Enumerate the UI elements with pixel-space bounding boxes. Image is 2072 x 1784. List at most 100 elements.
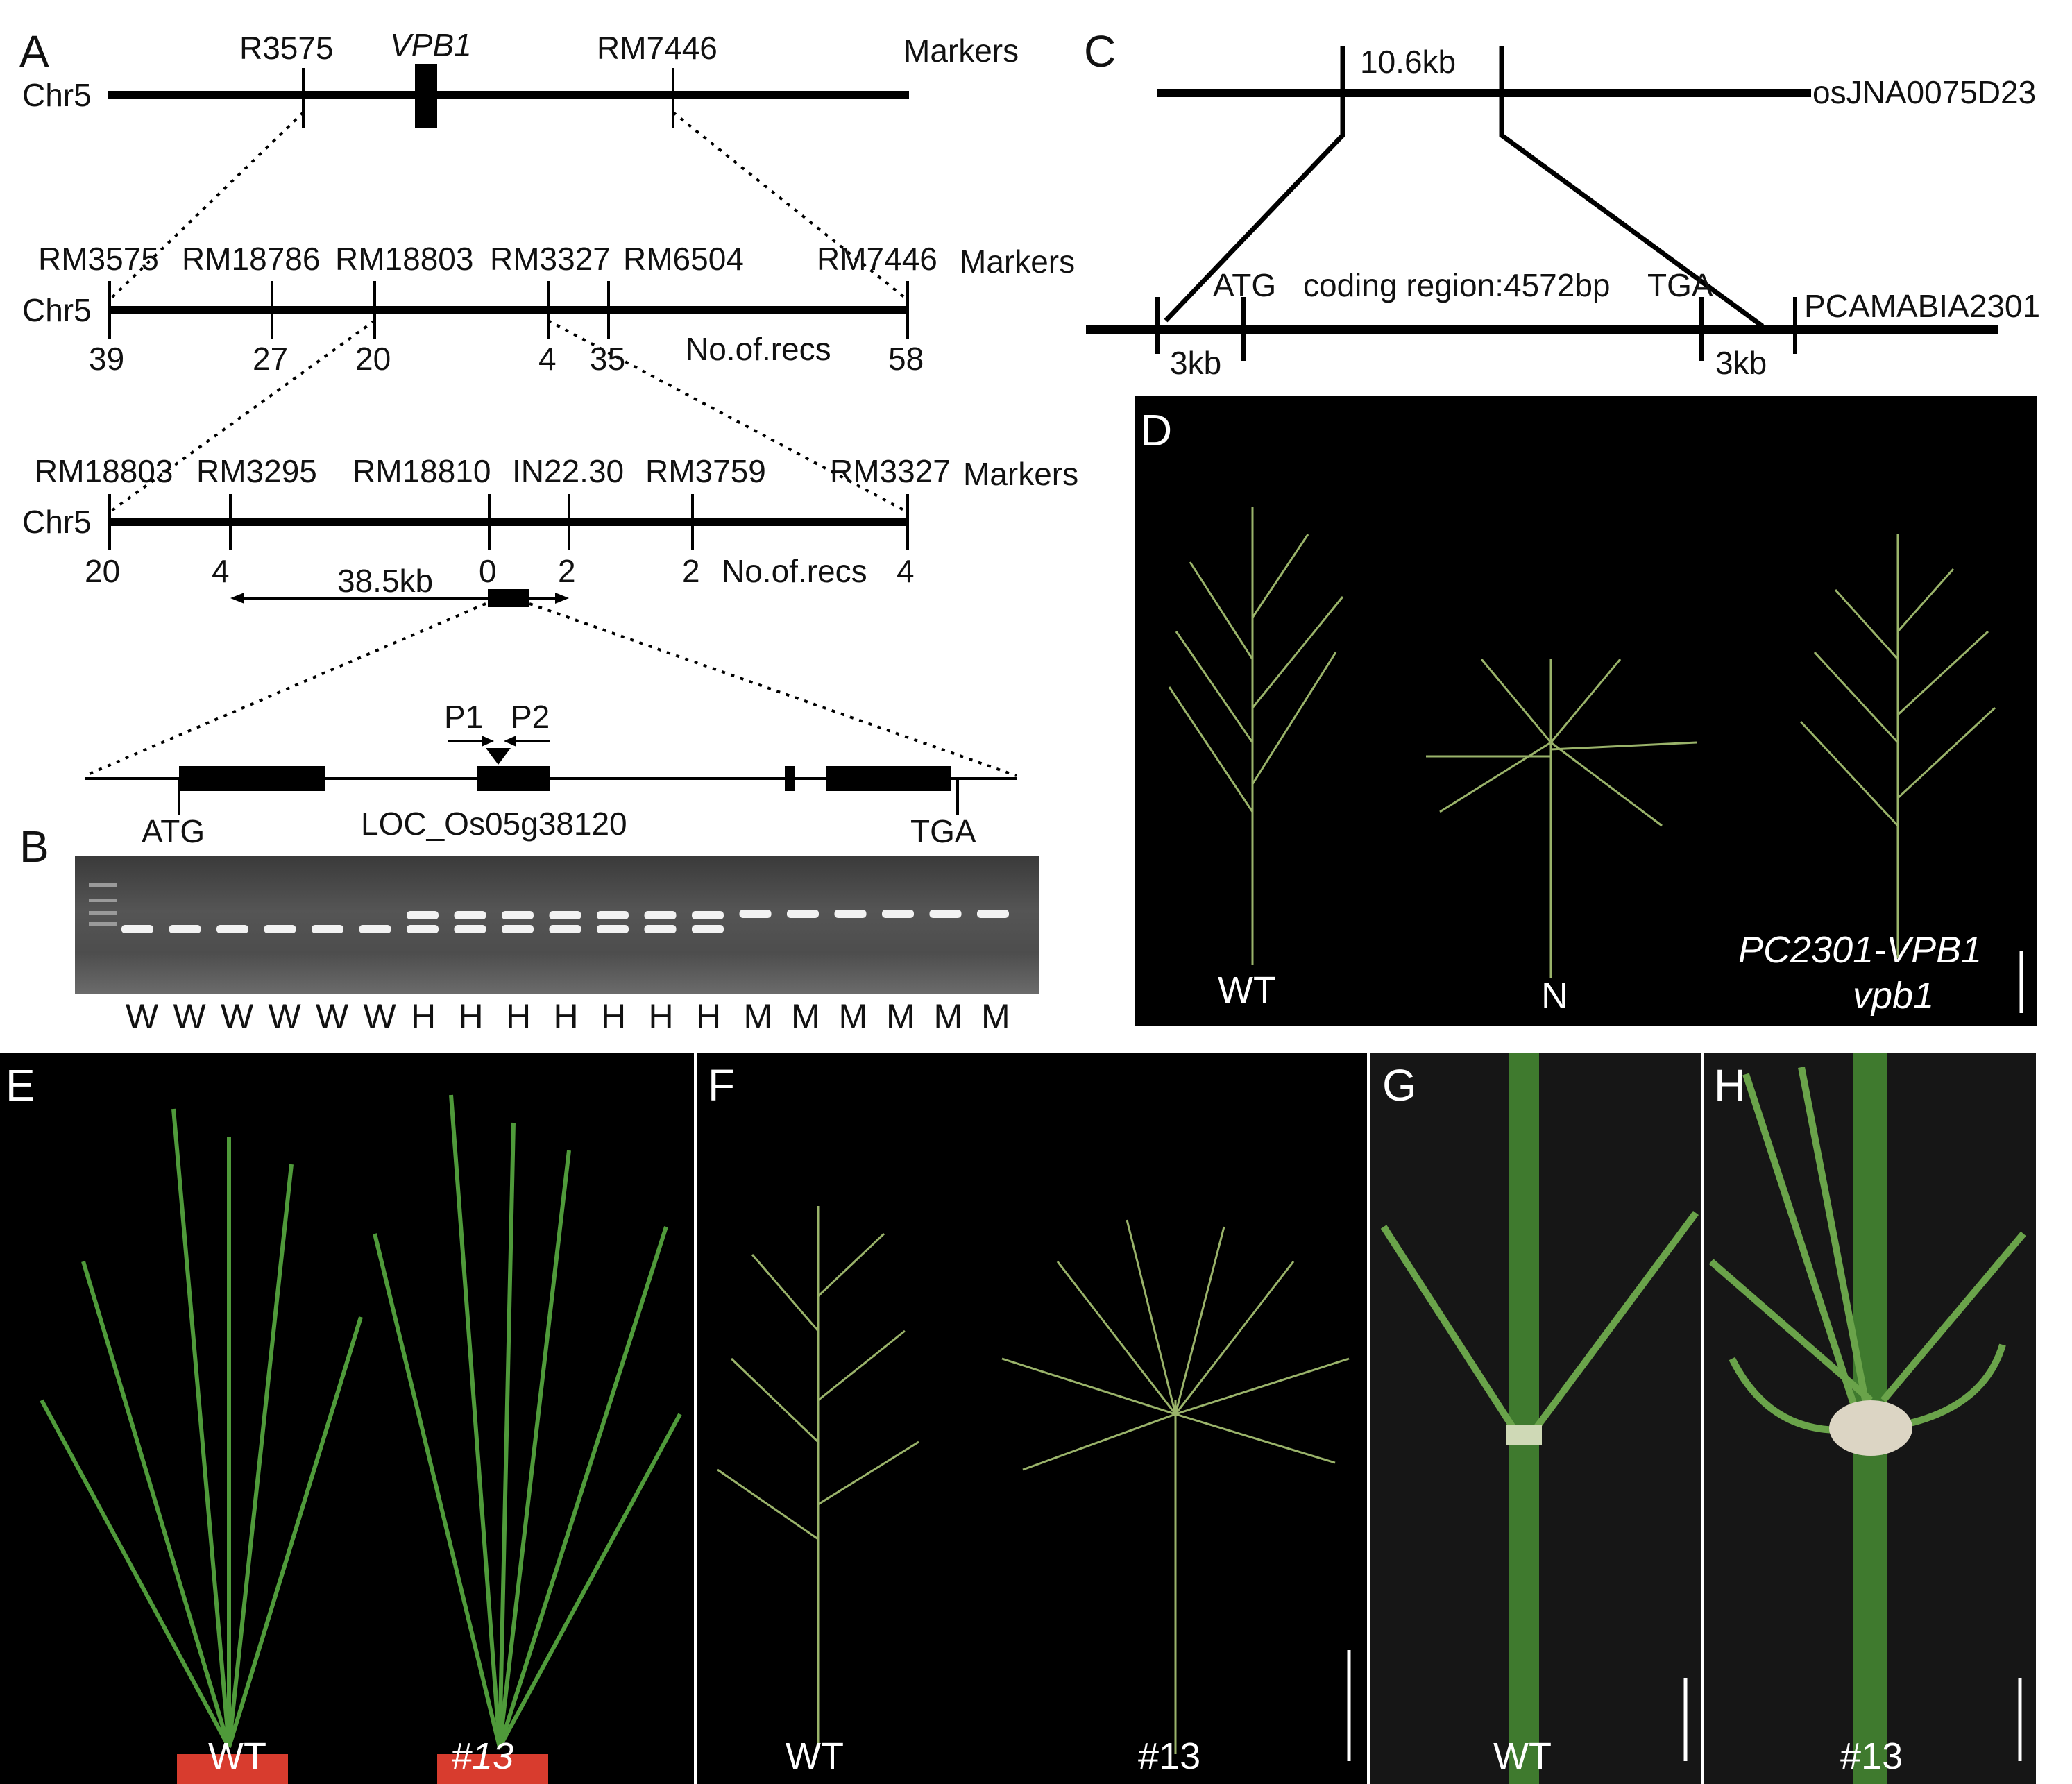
panel-d-mutant-label: vpb1: [1853, 975, 1935, 1017]
row2-chr-label: Chr5: [22, 292, 92, 328]
panel-d-construct-label: PC2301-VPB1: [1738, 929, 1982, 971]
gel-lane-label: M: [933, 997, 963, 1036]
gel-band: [597, 911, 629, 919]
gel-lane-label: W: [316, 997, 349, 1036]
panel-e-label-mutant: #13: [451, 1735, 514, 1777]
gel-band: [549, 911, 581, 919]
row3-rec-count: 4: [897, 553, 915, 589]
panel-f-photo: F WT #13: [697, 1053, 1367, 1784]
gel-lane-label: H: [553, 997, 579, 1036]
panel-h-photo: H #13: [1704, 1053, 2036, 1784]
gel-image: [75, 856, 1039, 994]
gel-lane-label: H: [696, 997, 722, 1036]
row1-marker: RM7446: [597, 30, 717, 66]
row1-markers-label: Markers: [903, 33, 1019, 69]
gel-lane-label: H: [506, 997, 532, 1036]
gel-band: [216, 925, 248, 933]
row3-rec-count: 0: [479, 553, 497, 589]
ladder-band: [89, 883, 117, 887]
panel-label-b: B: [19, 822, 49, 872]
panel-g-photo: G WT: [1370, 1053, 1701, 1784]
row3-marker: RM18803: [35, 453, 173, 489]
gel-lane-label: M: [981, 997, 1010, 1036]
gel-lane-label: W: [363, 997, 396, 1036]
gel-lane-label: W: [173, 997, 206, 1036]
gel-lane-label: W: [221, 997, 254, 1036]
gel-lane-label: M: [791, 997, 820, 1036]
gel-band: [692, 925, 724, 933]
row2-marker: RM18803: [335, 241, 474, 277]
gel-lane-label: H: [601, 997, 627, 1036]
panel-label-a: A: [19, 26, 49, 76]
row2-rec-count: 39: [89, 341, 125, 377]
gel-band: [977, 910, 1009, 918]
gel-lane-label: M: [743, 997, 773, 1036]
gel-band: [644, 911, 677, 919]
gel-band: [549, 925, 581, 933]
gel-lane-label: H: [648, 997, 674, 1036]
panel-label-g: G: [1382, 1060, 1417, 1110]
primer-p1-label: P1: [444, 699, 484, 735]
gel-lane-label: H: [458, 997, 484, 1036]
row2-marker: RM6504: [623, 241, 744, 277]
row3-marker: RM18810: [353, 453, 491, 489]
gel-band: [739, 910, 772, 918]
panel-label-h: H: [1714, 1060, 1747, 1110]
stem-node-illustration: [1380, 1053, 1699, 1784]
gel-band: [882, 910, 914, 918]
row3-rec-count: 4: [212, 553, 230, 589]
coding-region-label: coding region:4572bp: [1303, 267, 1611, 303]
gel-bands: [89, 883, 1009, 933]
gel-band: [359, 925, 391, 933]
row2-marker: RM3327: [490, 241, 611, 277]
panel-label-f: F: [708, 1060, 736, 1110]
gel-lane-label: H: [411, 997, 436, 1036]
bac-clone-id: osJNA0075D23: [1812, 74, 2037, 110]
row3-rec-count: 2: [558, 553, 576, 589]
panel-h-label: #13: [1840, 1735, 1903, 1777]
panicle-illustration: [717, 1206, 1351, 1761]
row2-rec-count: 4: [538, 341, 557, 377]
gene-start-codon: ATG: [142, 813, 205, 849]
panel-f-label-wt: WT: [786, 1735, 844, 1777]
row2-rec-count: 35: [590, 341, 626, 377]
row3-rec-count: 20: [85, 553, 121, 589]
panel-e-label-wt: WT: [208, 1735, 266, 1777]
panel-label-e: E: [6, 1060, 35, 1110]
row2-rec-count: 27: [253, 341, 289, 377]
row2-marker: RM18786: [182, 241, 321, 277]
gel-lane-label: W: [126, 997, 159, 1036]
row2-marker: RM3575: [38, 241, 159, 277]
gel-band: [834, 910, 867, 918]
primer-p2-label: P2: [511, 699, 550, 735]
row3-recs-label: No.of.recs: [722, 553, 867, 589]
row3-markers-label: Markers: [963, 456, 1079, 492]
vector-name: PCAMABIA2301: [1804, 288, 2041, 324]
row2-marker: RM7446: [817, 241, 937, 277]
map-lines: [84, 46, 1998, 815]
gel-band: [929, 910, 962, 918]
row3-rec-count: 2: [682, 553, 700, 589]
panel-e-photo: E WT #13: [0, 1053, 694, 1784]
gel-band: [644, 925, 677, 933]
gel-band: [312, 925, 343, 933]
gel-band: [502, 925, 534, 933]
gel-lane-label: M: [838, 997, 868, 1036]
panel-f-label-mutant: #13: [1138, 1735, 1201, 1777]
gel-band: [502, 911, 534, 919]
row1-marker: R3575: [239, 30, 334, 66]
gel-band: [169, 925, 201, 933]
gel-lane-label: W: [268, 997, 301, 1036]
panel-d-label-n: N: [1541, 975, 1568, 1017]
panel-d-photo: D WT N PC2301-VPB1 vpb1: [1135, 396, 2037, 1026]
panicle-illustration: [1168, 507, 2023, 1013]
plant-illustration: [40, 1094, 682, 1784]
gel-band: [787, 910, 819, 918]
insert-size: 10.6kb: [1360, 44, 1457, 80]
ladder-band: [89, 911, 117, 915]
gel-band: [454, 925, 486, 933]
ladder-band: [89, 922, 117, 926]
panel-label-c: C: [1084, 26, 1116, 76]
gene-locus-id: LOC_Os05g38120: [361, 806, 627, 842]
